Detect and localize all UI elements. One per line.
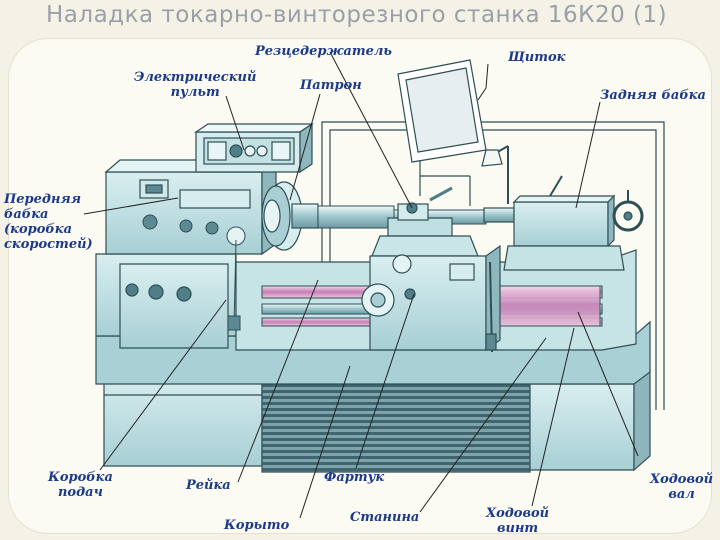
page-title: Наладка токарно-винторезного станка 16К2… bbox=[46, 2, 668, 28]
tool-post bbox=[371, 186, 479, 257]
leader-lines bbox=[83, 51, 639, 519]
carriage bbox=[361, 244, 501, 353]
label-rack: Рейка bbox=[186, 478, 231, 493]
lathe-base bbox=[103, 368, 651, 473]
label-chip-tray: Корыто bbox=[224, 518, 290, 533]
label-bed: Станина bbox=[350, 510, 420, 525]
label-tool-post: Резцедержатель bbox=[255, 44, 392, 59]
label-chuck: Патрон bbox=[300, 78, 362, 93]
label-electrical-panel: Электрический пульт bbox=[134, 70, 257, 100]
chuck bbox=[261, 181, 319, 251]
label-lead-screw: Ходовой винт bbox=[486, 506, 550, 536]
tailstock bbox=[483, 175, 644, 271]
headstock-body bbox=[104, 158, 278, 256]
chip-shield bbox=[397, 59, 487, 206]
work-lamp bbox=[481, 145, 509, 204]
electrical-panel bbox=[194, 122, 314, 174]
label-feed-shaft: Ходовой вал bbox=[650, 472, 714, 502]
headstock-knobs bbox=[142, 214, 246, 331]
label-apron: Фартук bbox=[324, 470, 385, 485]
label-shield: Щиток bbox=[508, 50, 566, 65]
feed-gearbox bbox=[119, 263, 229, 349]
label-tailstock: Задняя бабка bbox=[600, 88, 706, 103]
label-feed-box: Коробка подач bbox=[48, 470, 113, 500]
label-headstock: Передняя бабка (коробка скоростей) bbox=[4, 192, 93, 252]
